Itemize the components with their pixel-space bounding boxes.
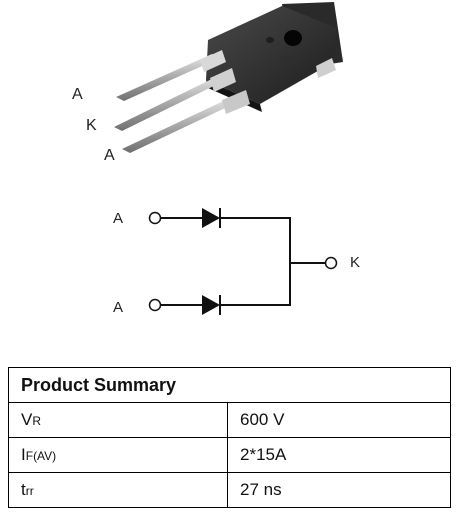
dual-diode-schematic: [148, 208, 338, 315]
param-symbol: VR: [8, 402, 228, 438]
table-row: trr 27 ns: [8, 472, 451, 508]
pin-label-cathode: K: [86, 117, 97, 134]
package-image: [114, 2, 343, 153]
schematic-label-cathode: K: [350, 254, 361, 271]
param-value: 27 ns: [227, 472, 451, 508]
table-title: Product Summary: [8, 367, 451, 403]
pin-label-anode-2: A: [104, 147, 115, 164]
terminal-anode-bottom: [148, 298, 162, 312]
table-header-row: Product Summary: [8, 367, 451, 403]
product-summary-table: Product Summary VR 600 V IF(AV) 2*15A tr…: [8, 367, 451, 508]
param-symbol: trr: [8, 472, 228, 508]
terminal-anode-top: [148, 211, 162, 225]
table-row: IF(AV) 2*15A: [8, 437, 451, 473]
table-row: VR 600 V: [8, 402, 451, 438]
param-value: 600 V: [227, 402, 451, 438]
diode-top: [202, 208, 220, 228]
param-symbol: IF(AV): [8, 437, 228, 473]
param-value: 2*15A: [227, 437, 451, 473]
terminal-cathode: [324, 256, 338, 270]
schematic-label-anode-top: A: [113, 210, 124, 227]
pin-label-anode-1: A: [72, 86, 83, 103]
schematic-label-anode-bottom: A: [113, 299, 124, 316]
diode-bottom: [202, 295, 220, 315]
